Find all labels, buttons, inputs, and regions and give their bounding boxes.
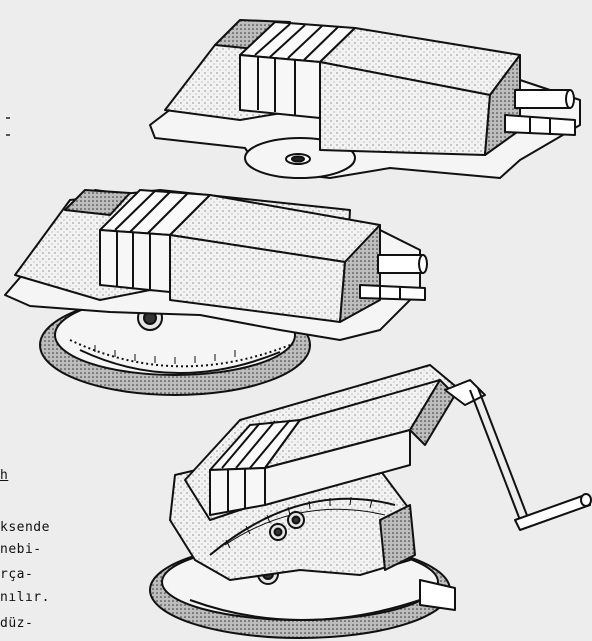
- plain-vise-drawing: [149, 19, 581, 179]
- margin-text-line: rça-: [0, 567, 34, 582]
- margin-marks: [6, 117, 10, 136]
- margin-text-line: düz-: [0, 616, 34, 631]
- margin-heading-fragment: h: [0, 468, 9, 483]
- margin-text-line: nebi-: [0, 542, 42, 557]
- margin-text-line: nılır.: [0, 590, 50, 605]
- tilting-vise-drawing: [149, 364, 592, 639]
- swivel-vise-drawing: [4, 189, 428, 396]
- margin-text-line: ksende: [0, 520, 50, 535]
